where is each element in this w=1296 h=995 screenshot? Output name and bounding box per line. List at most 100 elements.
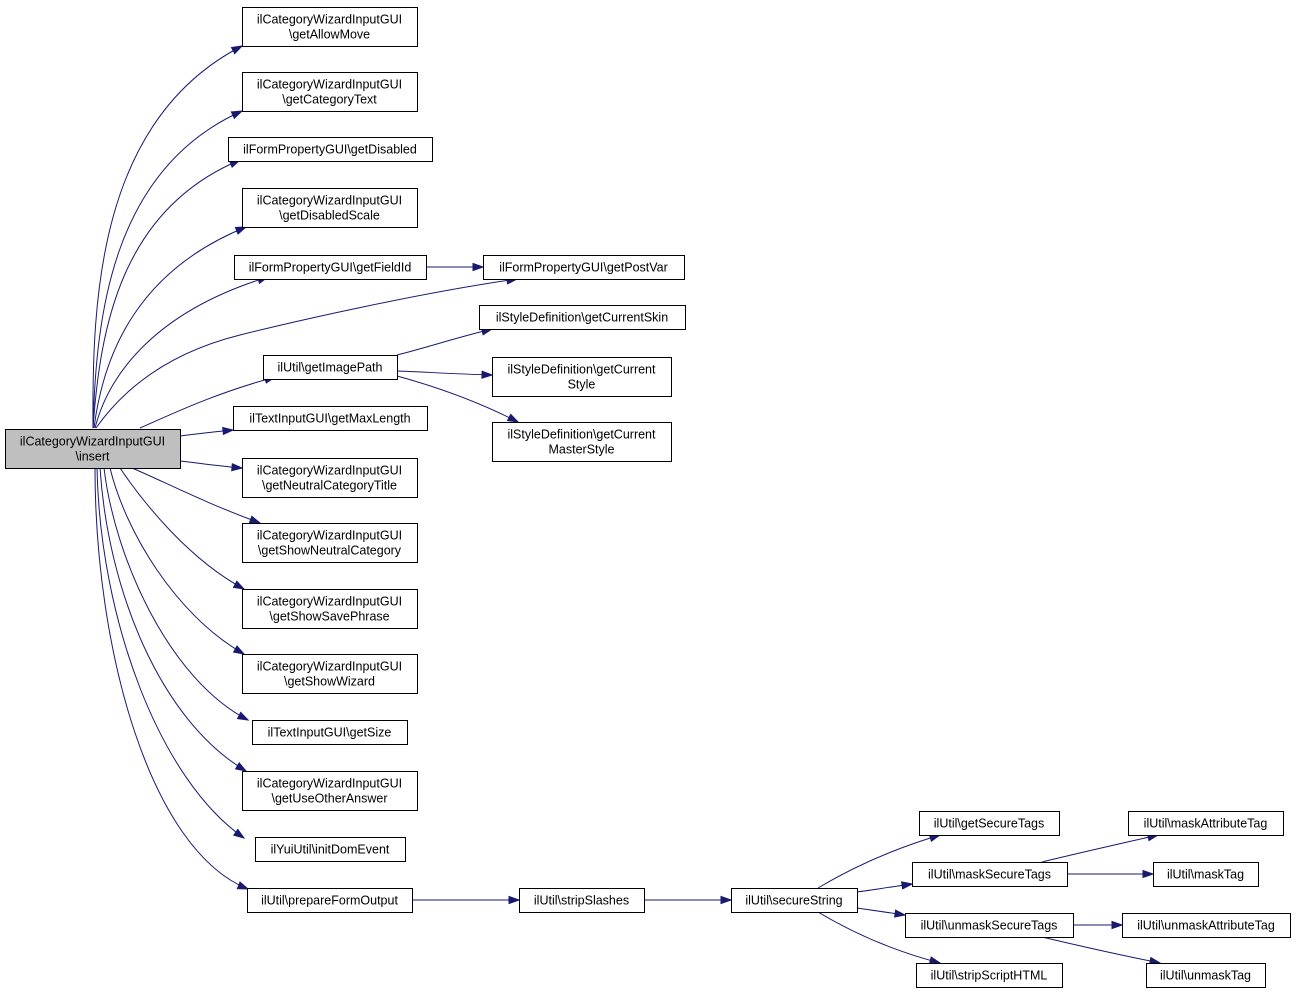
- node-label: ilUtil\unmaskAttributeTag: [1137, 919, 1275, 933]
- node-secureString[interactable]: ilUtil\secureString: [731, 888, 858, 913]
- node-box: [242, 589, 418, 629]
- node-getSecureTags[interactable]: ilUtil\getSecureTags: [919, 811, 1060, 836]
- node-prepareFormOutput[interactable]: ilUtil\prepareFormOutput: [247, 888, 413, 913]
- edge-insert-to-getPostVar: [95, 276, 519, 429]
- node-box: [5, 429, 181, 469]
- node-getNeutralCategoryTitle[interactable]: ilCategoryWizardInputGUI\getNeutralCateg…: [242, 458, 418, 498]
- arrowhead: [248, 515, 262, 524]
- node-label: ilCategoryWizardInputGUI: [257, 529, 402, 543]
- node-unmaskTag[interactable]: ilUtil\unmaskTag: [1146, 963, 1266, 988]
- node-getShowNeutralCategory[interactable]: ilCategoryWizardInputGUI\getShowNeutralC…: [242, 523, 418, 563]
- node-getImagePath[interactable]: ilUtil\getImagePath: [263, 355, 398, 380]
- node-maskSecureTags[interactable]: ilUtil\maskSecureTags: [912, 862, 1068, 887]
- edge-maskSecureTags-to-maskTag: [1067, 869, 1155, 879]
- node-label: ilUtil\maskTag: [1167, 868, 1244, 882]
- node-insert[interactable]: ilCategoryWizardInputGUI\insert: [5, 429, 181, 469]
- arrowhead: [236, 711, 250, 721]
- node-getDisabledScale[interactable]: ilCategoryWizardInputGUI\getDisabledScal…: [242, 188, 418, 228]
- edge-line: [119, 467, 245, 590]
- edge-secureString-to-maskSecureTags: [856, 881, 914, 893]
- node-box: [242, 458, 418, 498]
- node-box: [242, 771, 418, 811]
- node-getUseOtherAnswer[interactable]: ilCategoryWizardInputGUI\getUseOtherAnsw…: [242, 771, 418, 811]
- node-getDisabled[interactable]: ilFormPropertyGUI\getDisabled: [228, 137, 433, 162]
- node-box: [483, 255, 685, 280]
- edge-getImagePath-to-getCurrentMasterStyle: [396, 375, 520, 423]
- node-box: [731, 888, 858, 913]
- node-unmaskAttributeTag[interactable]: ilUtil\unmaskAttributeTag: [1122, 913, 1291, 938]
- node-getAllowMove[interactable]: ilCategoryWizardInputGUI\getAllowMove: [242, 7, 418, 47]
- node-box: [492, 422, 672, 462]
- node-label: ilStyleDefinition\getCurrent: [508, 428, 657, 442]
- arrowhead: [472, 262, 485, 272]
- node-stripSlashes[interactable]: ilUtil\stripSlashes: [519, 888, 645, 913]
- edge-line: [396, 328, 493, 356]
- edge-line: [96, 467, 245, 839]
- edge-stripSlashes-to-secureString: [643, 895, 733, 905]
- node-label: ilUtil\stripScriptHTML: [931, 969, 1048, 983]
- node-unmaskSecureTags[interactable]: ilUtil\unmaskSecureTags: [905, 913, 1074, 938]
- node-box: [1122, 913, 1291, 938]
- arrowhead: [1142, 869, 1155, 879]
- node-box: [1146, 963, 1266, 988]
- node-label: ilYuiUtil\initDomEvent: [271, 843, 390, 857]
- node-label: \getAllowMove: [289, 28, 370, 42]
- node-label: ilCategoryWizardInputGUI: [257, 464, 402, 478]
- node-label: ilCategoryWizardInputGUI: [257, 194, 402, 208]
- node-stripScriptHTML[interactable]: ilUtil\stripScriptHTML: [916, 963, 1063, 988]
- node-label: Style: [568, 378, 596, 392]
- node-label: ilUtil\getSecureTags: [934, 817, 1044, 831]
- node-getPostVar[interactable]: ilFormPropertyGUI\getPostVar: [483, 255, 685, 280]
- arrowhead: [236, 881, 250, 890]
- node-maskAttributeTag[interactable]: ilUtil\maskAttributeTag: [1128, 811, 1284, 836]
- node-box: [242, 7, 418, 47]
- node-box: [242, 72, 418, 112]
- arrowhead: [232, 828, 246, 839]
- edge-line: [396, 370, 493, 376]
- node-box: [247, 888, 413, 913]
- node-initDomEvent[interactable]: ilYuiUtil\initDomEvent: [255, 837, 406, 862]
- edge-line: [817, 834, 941, 889]
- node-box: [252, 720, 408, 745]
- node-label: \getShowNeutralCategory: [258, 544, 402, 558]
- arrowhead: [234, 226, 248, 235]
- node-box: [233, 406, 428, 431]
- node-getCurrentSkin[interactable]: ilStyleDefinition\getCurrentSkin: [479, 305, 686, 330]
- node-label: ilCategoryWizardInputGUI: [257, 660, 402, 674]
- node-label: \getDisabledScale: [279, 209, 380, 223]
- node-box: [242, 523, 418, 563]
- arrowhead: [1111, 920, 1124, 930]
- edge-line: [131, 467, 261, 524]
- node-getFieldId[interactable]: ilFormPropertyGUI\getFieldId: [234, 255, 427, 280]
- node-maskTag[interactable]: ilUtil\maskTag: [1153, 862, 1259, 887]
- node-label: ilUtil\maskAttributeTag: [1144, 817, 1268, 831]
- node-getShowWizard[interactable]: ilCategoryWizardInputGUI\getShowWizard: [242, 654, 418, 694]
- node-box: [1153, 862, 1259, 887]
- arrowhead: [720, 895, 733, 905]
- node-getCategoryText[interactable]: ilCategoryWizardInputGUI\getCategoryText: [242, 72, 418, 112]
- node-box: [234, 255, 427, 280]
- node-box: [519, 888, 645, 913]
- node-label: ilStyleDefinition\getCurrent: [508, 363, 657, 377]
- edge-line: [396, 375, 519, 423]
- node-getMaxLength[interactable]: ilTextInputGUI\getMaxLength: [233, 406, 428, 431]
- node-getShowSavePhrase[interactable]: ilCategoryWizardInputGUI\getShowSavePhra…: [242, 589, 418, 629]
- node-label: ilUtil\stripSlashes: [534, 894, 629, 908]
- node-label: ilUtil\maskSecureTags: [928, 868, 1051, 882]
- node-getSize[interactable]: ilTextInputGUI\getSize: [252, 720, 408, 745]
- node-label: ilStyleDefinition\getCurrentSkin: [496, 311, 668, 325]
- node-label: ilFormPropertyGUI\getFieldId: [249, 261, 412, 275]
- node-label: ilCategoryWizardInputGUI: [257, 777, 402, 791]
- edge-unmaskSecureTags-to-unmaskAttributeTag: [1072, 920, 1124, 930]
- edge-insert-to-getMaxLength: [179, 426, 235, 437]
- edge-unmaskSecureTags-to-unmaskTag: [1041, 936, 1162, 966]
- node-box: [263, 355, 398, 380]
- node-label: ilCategoryWizardInputGUI: [20, 435, 165, 449]
- edge-line: [109, 467, 245, 655]
- edge-insert-to-getNeutralCategoryTitle: [179, 460, 244, 472]
- node-label: \insert: [75, 450, 110, 464]
- node-label: ilCategoryWizardInputGUI: [257, 78, 402, 92]
- edge-line: [95, 278, 518, 429]
